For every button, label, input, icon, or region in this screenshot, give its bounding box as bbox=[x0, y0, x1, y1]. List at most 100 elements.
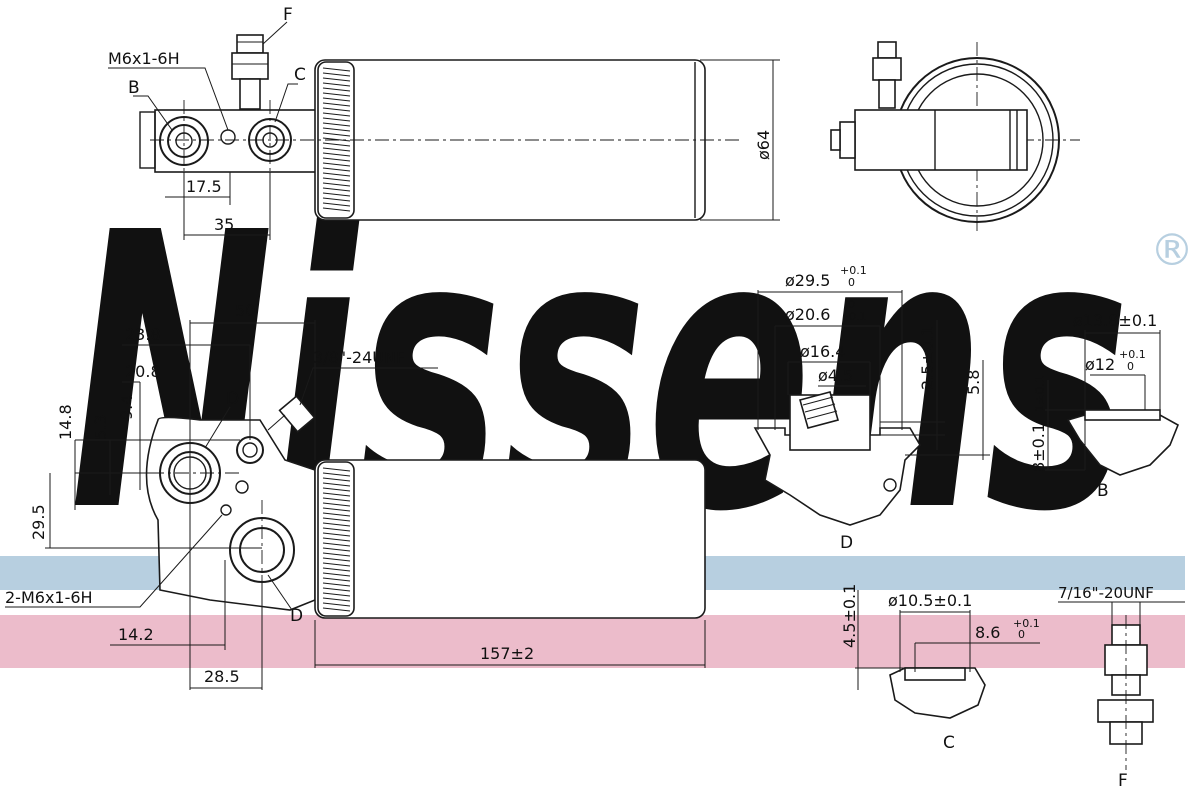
knurl-line bbox=[322, 512, 351, 517]
detail-C: ø10.5±0.1 8.6 +0.1 0 4.5±0.1 C bbox=[840, 584, 1040, 753]
knurl-line bbox=[322, 487, 351, 492]
knurl-line bbox=[322, 547, 351, 552]
dim-D-4-5: ø4.5 bbox=[818, 366, 853, 385]
knurl-line bbox=[322, 77, 351, 82]
knurl-line bbox=[322, 592, 351, 597]
label-thread-top: M6x1-6H bbox=[108, 49, 180, 68]
dim-28-5: 28.5 bbox=[204, 667, 240, 686]
knurl-line bbox=[322, 67, 351, 72]
dim-C-10-5: ø10.5±0.1 bbox=[888, 591, 972, 610]
label-thread-bottom: 2-M6x1-6H bbox=[5, 588, 93, 607]
knurl-line bbox=[322, 142, 351, 147]
knurl-line bbox=[322, 532, 351, 537]
knurl-line bbox=[322, 137, 351, 142]
front-cylinder bbox=[314, 459, 706, 619]
dim-17-5: 17.5 bbox=[186, 177, 222, 196]
dim-50: 50 bbox=[235, 301, 255, 320]
knurl-line bbox=[322, 177, 351, 182]
knurl-line bbox=[322, 202, 351, 207]
knurl-line bbox=[322, 552, 351, 557]
knurl-line bbox=[322, 507, 351, 512]
knurl-line bbox=[322, 527, 351, 532]
dim-14-8: 14.8 bbox=[56, 404, 75, 440]
label-unf-716: 7/16"-20UNF bbox=[1058, 584, 1154, 602]
knurl-line bbox=[322, 187, 351, 192]
knurl-line bbox=[322, 157, 351, 162]
knurl-line bbox=[322, 197, 351, 202]
knurl-line bbox=[322, 577, 351, 582]
knurl-line bbox=[322, 97, 351, 102]
dim-29-5: 29.5 bbox=[29, 504, 48, 540]
dim-C-tol-8-6-up: +0.1 bbox=[1013, 617, 1040, 630]
dim-35: 35 bbox=[214, 215, 234, 234]
label-B-top: B bbox=[128, 78, 140, 98]
label-B-detail: B bbox=[1097, 481, 1109, 501]
knurl-line bbox=[322, 107, 351, 112]
knurl-line bbox=[322, 537, 351, 542]
dim-D-5-8: 5.8 bbox=[964, 370, 983, 395]
dim-C-8-6: 8.6 bbox=[975, 623, 1000, 642]
label-F-detail: F bbox=[1118, 771, 1128, 791]
dim-B-13-8: ø13.8±0.1 bbox=[1073, 311, 1157, 330]
knurl-line bbox=[322, 207, 351, 212]
knurl-line bbox=[322, 482, 351, 487]
knurl-line bbox=[322, 562, 351, 567]
dim-B-1: 1±0.1 bbox=[1033, 375, 1047, 412]
dim-C-4-5: 4.5±0.1 bbox=[840, 584, 859, 648]
knurl-line bbox=[322, 572, 351, 577]
detail-F: 7/16"-20UNF F bbox=[1058, 584, 1185, 791]
dim-B-12: ø12 bbox=[1085, 355, 1115, 374]
knurl-line bbox=[322, 522, 351, 527]
knurl-line bbox=[322, 152, 351, 157]
knurl-line bbox=[322, 92, 351, 97]
dim-20-8: 20.8 bbox=[125, 362, 161, 381]
top-side-view: ø64 17.5 35 F M6x1-6H B C bbox=[108, 5, 780, 240]
knurl-line bbox=[322, 172, 351, 177]
knurl-line bbox=[322, 467, 351, 472]
knurl-line bbox=[322, 472, 351, 477]
detail-D: ø29.5 +0.1 0 ø20.6 0 -0.1 ø16.4 ø4.5 2.5… bbox=[753, 264, 990, 553]
dim-14-2: 14.2 bbox=[118, 625, 154, 644]
knurl-line bbox=[322, 167, 351, 172]
knurl-line bbox=[322, 82, 351, 87]
knurl-line bbox=[322, 597, 351, 602]
knurl-line bbox=[322, 72, 351, 77]
label-D-detail: D bbox=[840, 533, 853, 553]
knurl-line bbox=[322, 567, 351, 572]
knurl-line bbox=[322, 122, 351, 127]
knurl-line bbox=[322, 492, 351, 497]
dim-23-8: 23.8 bbox=[125, 325, 161, 344]
knurl-line bbox=[322, 112, 351, 117]
dim-B-8: 8±0.1 bbox=[1029, 423, 1048, 472]
label-D-upper: D bbox=[226, 389, 239, 409]
dim-157: 157±2 bbox=[480, 644, 534, 663]
front-view: 50 23.8 20.8 14.8 5.3 9.4 29.5 14.2 28.5… bbox=[5, 301, 706, 690]
label-C-top: C bbox=[294, 65, 306, 85]
knurl-line bbox=[322, 117, 351, 122]
label-D-lower: D bbox=[290, 606, 303, 626]
knurl-line bbox=[322, 557, 351, 562]
dim-C-tol-8-6-dn: 0 bbox=[1018, 628, 1025, 641]
knurl-line bbox=[322, 477, 351, 482]
label-F-top: F bbox=[283, 5, 293, 25]
knurl-line bbox=[322, 517, 351, 522]
detail-B: ø13.8±0.1 ø12 +0.1 0 8±0.1 1±0.1 B bbox=[1029, 311, 1180, 501]
dim-D-29-5: ø29.5 bbox=[785, 271, 830, 290]
dim-B-tol-12-dn: 0 bbox=[1127, 360, 1134, 373]
top-block bbox=[154, 109, 321, 173]
knurl-line bbox=[322, 502, 351, 507]
knurl-line bbox=[322, 102, 351, 107]
dim-D-2-5: 2.5±0.1 bbox=[918, 326, 937, 390]
dim-phi64: ø64 bbox=[754, 130, 773, 160]
knurl-line bbox=[322, 162, 351, 167]
knurl-line bbox=[322, 602, 351, 607]
dim-D-20-6: ø20.6 bbox=[785, 305, 830, 324]
registered-mark: ® bbox=[1150, 225, 1194, 276]
dim-D-tol-29-5-dn: 0 bbox=[848, 276, 855, 289]
pink-band bbox=[0, 615, 1185, 668]
dim-D-tol-29-5-up: +0.1 bbox=[840, 264, 867, 277]
knurl-line bbox=[322, 542, 351, 547]
knurl-line bbox=[322, 587, 351, 592]
knurl-line bbox=[322, 147, 351, 152]
